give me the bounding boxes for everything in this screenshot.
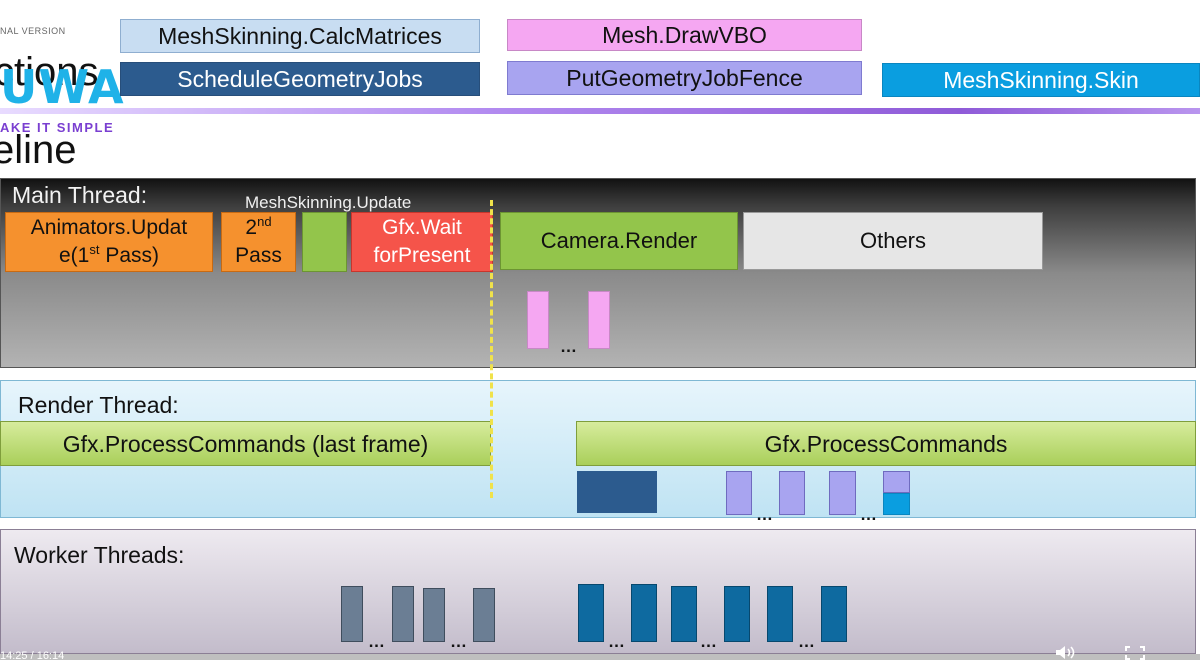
- drawvbo-job: [527, 291, 549, 349]
- brand-tagline: AKE IT SIMPLE: [0, 120, 115, 135]
- volume-icon[interactable]: [1055, 645, 1077, 660]
- ellipsis: …: [560, 337, 577, 356]
- drawvbo-job: [588, 291, 610, 349]
- skin-job: [767, 586, 793, 642]
- job-fence-block: [726, 471, 752, 515]
- render-thread-label: Render Thread:: [18, 392, 179, 418]
- gfx-wait-line2: forPresent: [373, 244, 471, 267]
- calc-matrices-job: [392, 586, 414, 642]
- skin-job: [631, 584, 657, 642]
- animators-line1: Animators.Updat: [30, 216, 188, 239]
- ellipsis: …: [368, 632, 385, 651]
- legend-put-geometry-job-fence: PutGeometryJobFence: [507, 61, 862, 95]
- job-fence-block: [779, 471, 805, 515]
- fullscreen-icon[interactable]: [1125, 646, 1145, 660]
- legend-calc-matrices: MeshSkinning.CalcMatrices: [120, 19, 480, 53]
- skin-block: [883, 493, 910, 515]
- skin-job: [821, 586, 847, 642]
- mesh-skinning-update-block: [302, 212, 347, 272]
- ellipsis: …: [756, 505, 773, 524]
- job-fence-block: [829, 471, 856, 515]
- gfx-wait-for-present-block: Gfx.Wait forPresent: [351, 212, 493, 272]
- schedule-geometry-jobs-block: [577, 471, 657, 513]
- others-block: Others: [743, 212, 1043, 270]
- ellipsis: …: [700, 632, 717, 651]
- camera-render-block: Camera.Render: [500, 212, 738, 270]
- legend-mesh-drawvbo: Mesh.DrawVBO: [507, 19, 862, 51]
- video-timecode: 14:25 / 16:14: [0, 650, 65, 662]
- gfx-process-commands-block: Gfx.ProcessCommands: [576, 421, 1196, 466]
- second-pass-block: 2nd Pass: [221, 212, 296, 272]
- mesh-skinning-update-label: MeshSkinning.Update: [245, 193, 412, 212]
- gfx-process-commands-last-frame-block: Gfx.ProcessCommands (last frame): [0, 421, 491, 466]
- ellipsis: …: [450, 632, 467, 651]
- calc-matrices-job: [423, 588, 445, 642]
- second-pass-number: 2nd: [245, 214, 272, 239]
- ellipsis: …: [798, 632, 815, 651]
- brand-logo: UWA: [0, 60, 125, 114]
- slide-subtitle-fragment: eline: [0, 128, 77, 172]
- skin-job: [671, 586, 697, 642]
- job-fence-block: [883, 471, 910, 493]
- animators-line2: e(1st Pass): [59, 242, 159, 267]
- version-text: NAL VERSION: [0, 26, 66, 36]
- header-divider: [0, 108, 1200, 114]
- animators-update-block: Animators.Updat e(1st Pass): [5, 212, 213, 272]
- skin-job: [724, 586, 750, 642]
- main-thread-label: Main Thread:: [12, 182, 148, 208]
- video-control-bar[interactable]: [0, 654, 1200, 660]
- gfx-wait-line1: Gfx.Wait: [382, 216, 462, 239]
- calc-matrices-job: [341, 586, 363, 642]
- ellipsis: …: [860, 505, 877, 524]
- legend-meshskinning-skin: MeshSkinning.Skin: [882, 63, 1200, 97]
- calc-matrices-job: [473, 588, 495, 642]
- worker-threads-label: Worker Threads:: [14, 542, 185, 568]
- slide-title-fragment: ctions: [0, 50, 99, 94]
- second-pass-word: Pass: [235, 244, 282, 267]
- skin-job: [578, 584, 604, 642]
- frame-boundary-line: [490, 200, 493, 498]
- ellipsis: …: [608, 632, 625, 651]
- legend-schedule-geometry-jobs: ScheduleGeometryJobs: [120, 62, 480, 96]
